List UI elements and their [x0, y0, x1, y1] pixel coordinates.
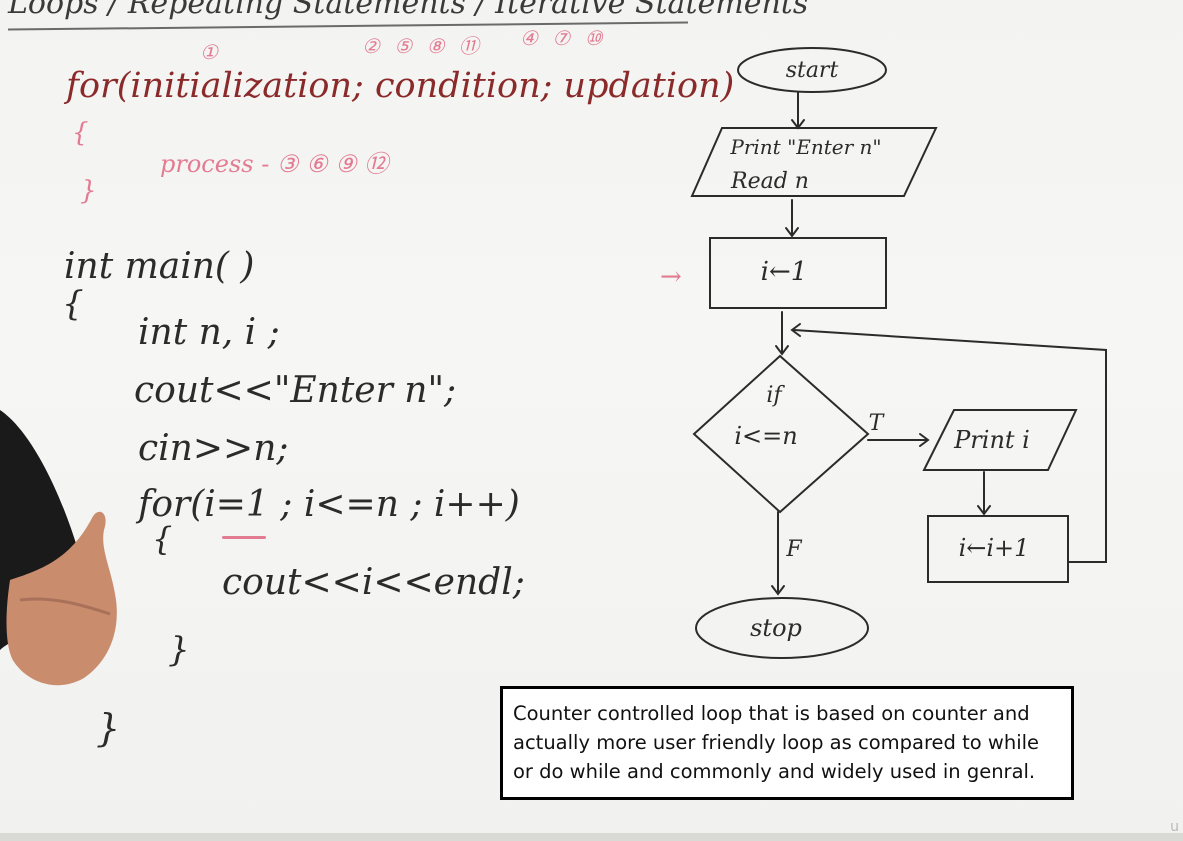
for-syntax-line: for(initialization; condition; updation)	[66, 66, 735, 106]
stop-terminal	[695, 597, 869, 659]
board-ledge	[0, 833, 1183, 841]
init-underline	[222, 536, 266, 539]
decision-diamond	[692, 354, 870, 514]
code-main-brace-open: {	[62, 284, 84, 324]
step-numbers-update: ④ ⑦ ⑩	[520, 26, 607, 50]
for-syntax-brace-close: }	[80, 176, 97, 206]
arrowhead-false-branch	[771, 585, 785, 596]
true-label: T	[869, 411, 886, 436]
step-number-init: ①	[200, 40, 222, 64]
print-label: Print i	[953, 426, 1030, 454]
watermark-logo: u	[1170, 819, 1179, 835]
process-step-label: process - ③ ⑥ ⑨ ⑫	[160, 150, 389, 178]
callout-text: Counter controlled loop that is based on…	[513, 702, 1040, 783]
for-syntax-brace-open: {	[72, 118, 89, 148]
input-label-line2: Read n	[730, 169, 809, 194]
decision-label-if: if	[766, 383, 785, 408]
decision-label-cond: i<=n	[734, 422, 797, 450]
info-callout-box: Counter controlled loop that is based on…	[500, 686, 1074, 800]
init-label: i←1	[761, 257, 808, 287]
code-for-brace-open: {	[152, 520, 173, 558]
update-label: i←i+1	[959, 534, 1030, 562]
arrowhead-true-branch	[919, 433, 930, 447]
stop-label: stop	[750, 614, 802, 642]
start-terminal	[737, 47, 887, 93]
loop-back-line	[793, 329, 1107, 563]
code-loop-body: cout<<i<<endl;	[222, 562, 525, 603]
input-label-line1: Print "Enter n"	[729, 135, 881, 159]
code-cin-read: cin>>n;	[138, 428, 289, 469]
arrowhead-loop-back	[790, 323, 801, 337]
code-main-brace-close: }	[96, 706, 121, 750]
code-for-brace-close: }	[168, 630, 190, 670]
start-label: start	[786, 58, 839, 83]
code-declaration: int n, i ;	[138, 312, 280, 353]
arrowhead-print-update	[977, 505, 991, 516]
presenter-hand-image	[0, 410, 117, 686]
step-numbers-condition: ② ⑤ ⑧ ⑪	[362, 34, 483, 58]
arrowhead-init-decision	[775, 345, 789, 356]
board-title: Loops / Repeating Statements / Iterative…	[8, 0, 809, 21]
false-label: F	[785, 537, 802, 562]
code-for-loop: for(i=1 ; i<=n ; i++)	[138, 484, 520, 525]
code-main-signature: int main( )	[64, 246, 255, 287]
update-process-box	[927, 515, 1069, 583]
arrowhead-input-init	[785, 227, 799, 238]
code-cout-prompt: cout<<"Enter n";	[134, 370, 457, 411]
pointer-arrow-icon: →	[660, 262, 682, 292]
print-parallelogram	[922, 409, 1078, 471]
init-process-box	[709, 237, 887, 309]
input-parallelogram	[690, 127, 938, 197]
